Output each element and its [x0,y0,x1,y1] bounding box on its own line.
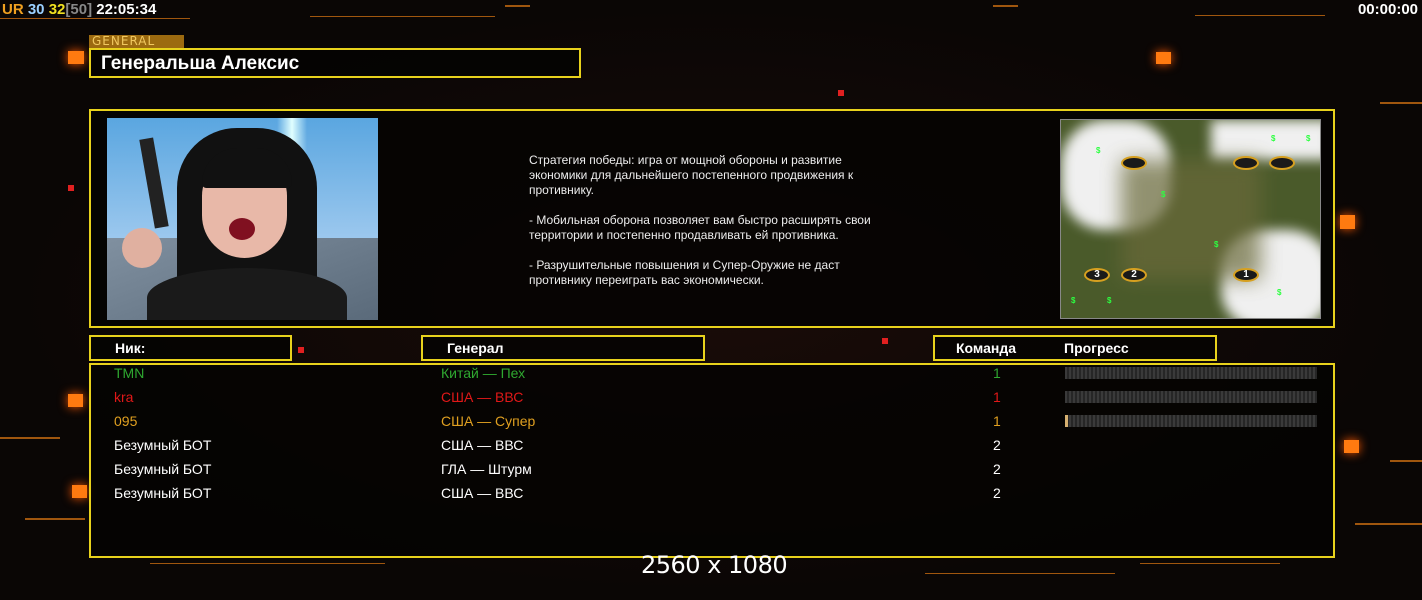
stat-value-1: 30 [27,1,45,18]
player-nick: Безумный БОТ [114,485,212,501]
base-marker [1233,156,1259,170]
progress-bar [1065,415,1317,427]
player-team: 1 [993,389,1001,405]
header-general: Генерал [421,335,705,361]
base-marker [1269,156,1295,170]
player-nick: TMN [114,365,145,381]
start-marker-3: 3 [1084,268,1110,282]
player-general: США — ВВС [441,389,524,405]
start-marker-2: 2 [1121,268,1147,282]
clock: 22:05:34 [96,1,157,18]
player-general: США — ВВС [441,485,524,501]
general-description: Стратегия победы: игра от мощной обороны… [529,153,871,287]
progress-fill [1065,415,1068,427]
stat-value-3: [50] [65,1,93,18]
player-team: 2 [993,437,1001,453]
resolution-label: 2560 x 1080 [641,551,788,579]
player-team: 2 [993,461,1001,477]
general-tag: GENERAL [89,35,184,48]
start-marker-1: 1 [1233,268,1259,282]
header-nick: Ник: [89,335,292,361]
player-nick: Безумный БОТ [114,437,212,453]
minimap: 3 2 1 $$$$$$$$ [1060,119,1321,319]
player-team: 2 [993,485,1001,501]
player-nick: Безумный БОТ [114,461,212,477]
hud-stats: UR 30 32[50] 22:05:34 [2,1,156,18]
player-general: ГЛА — Штурм [441,461,532,477]
header-team-progress: Команда Прогресс [933,335,1217,361]
header-team: Команда [956,340,1016,356]
header-progress: Прогресс [1064,340,1129,356]
base-marker [1121,156,1147,170]
player-nick: kra [114,389,134,405]
player-team: 1 [993,413,1001,429]
game-timer: 00:00:00 [1357,1,1418,18]
player-general: Китай — Пех [441,365,526,381]
ur-label: UR [2,1,24,18]
player-general: США — ВВС [441,437,524,453]
stat-value-2: 32 [48,1,66,18]
player-general: США — Супер [441,413,536,429]
progress-bar [1065,391,1317,403]
progress-bar [1065,367,1317,379]
player-nick: 095 [114,413,138,429]
general-portrait [107,118,378,320]
player-team: 1 [993,365,1001,381]
general-name: Генеральша Алексис [89,48,581,78]
